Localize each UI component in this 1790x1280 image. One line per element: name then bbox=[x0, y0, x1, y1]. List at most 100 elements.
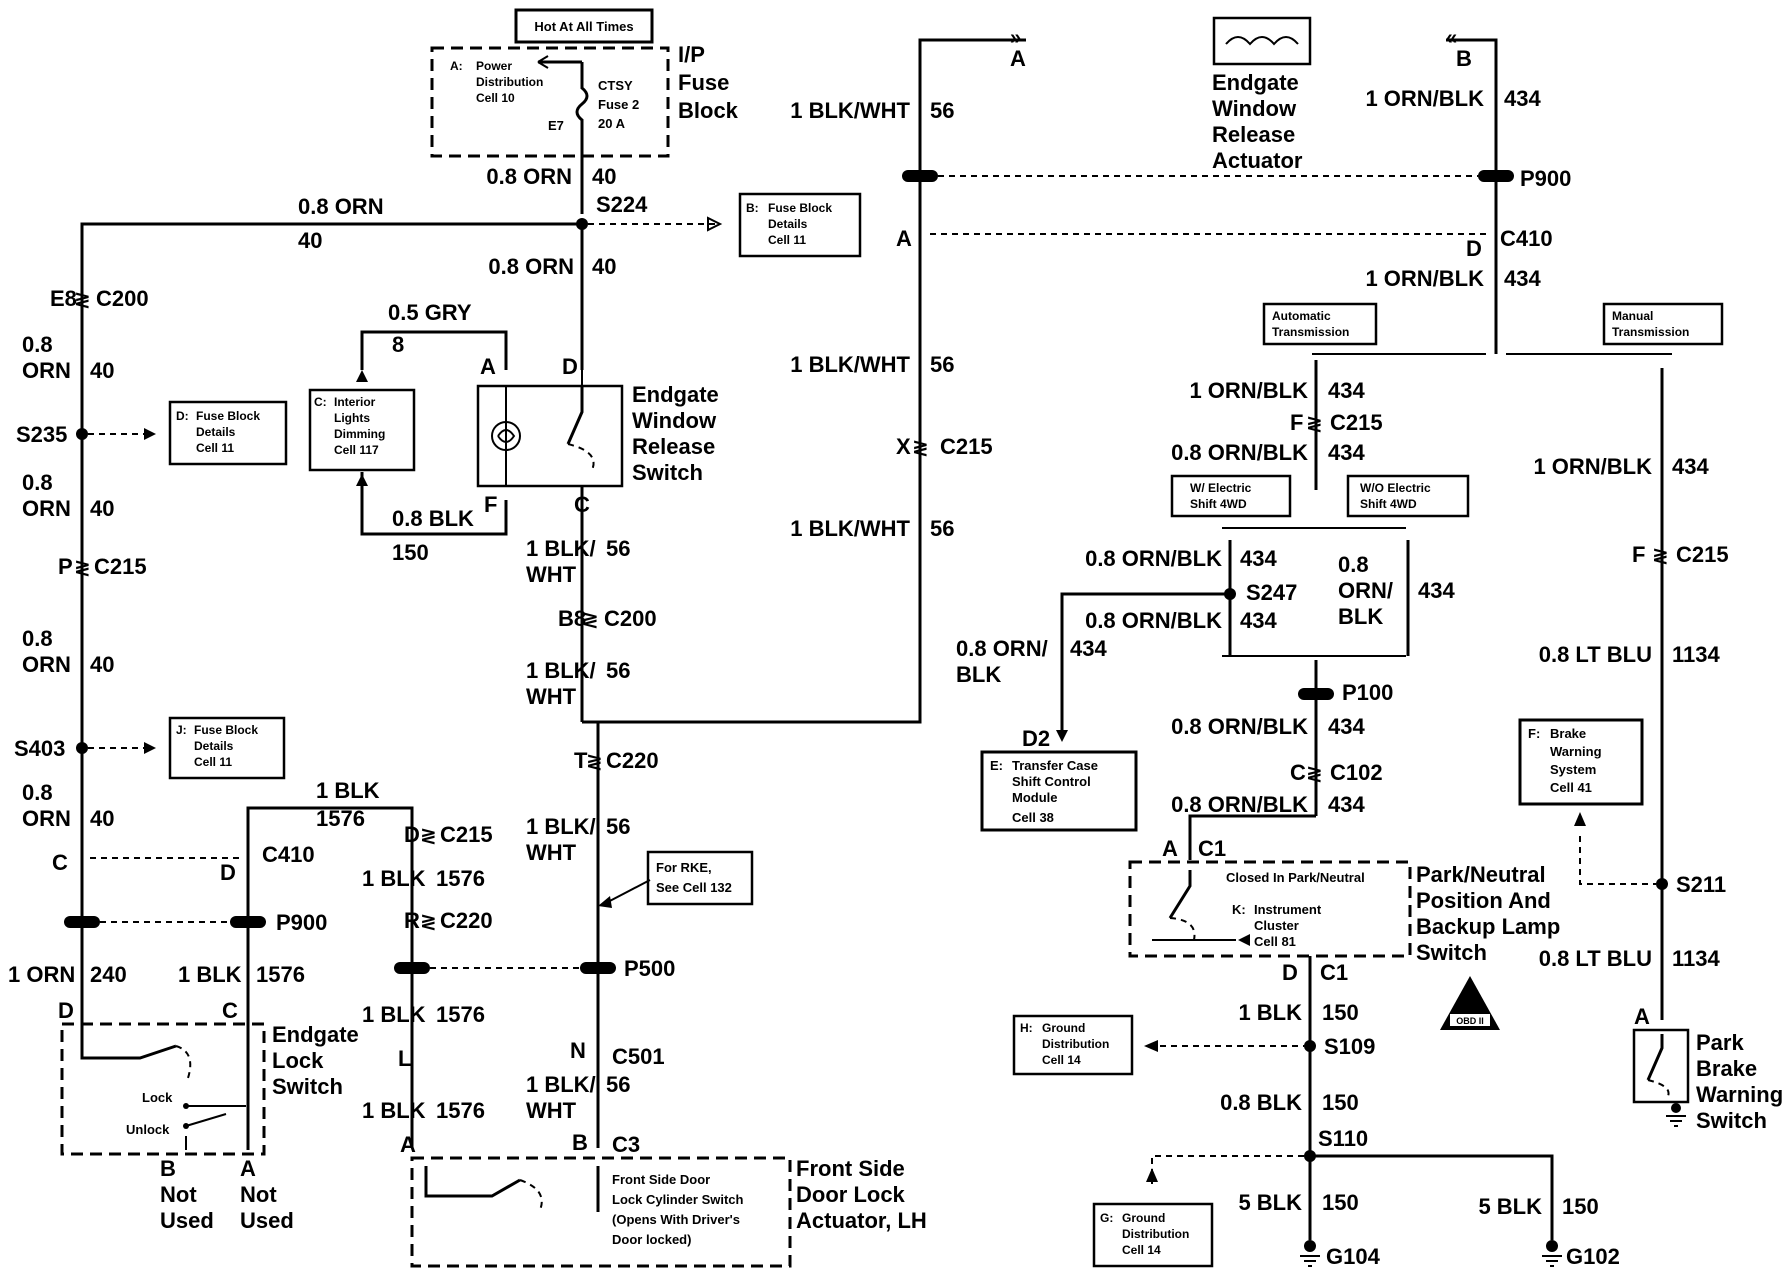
ip-label-3: Block bbox=[678, 98, 739, 123]
blk-150-label: 0.8 BLK bbox=[392, 506, 474, 531]
ref-box-d-letter: D: bbox=[176, 409, 189, 423]
ref-box-g bbox=[1092, 1202, 1214, 1268]
manual-circuit-1: 434 bbox=[1672, 454, 1709, 479]
ref-box-b bbox=[738, 192, 862, 258]
center-wire-1a: 1 BLK/ bbox=[526, 536, 596, 561]
c501-label: C501 bbox=[612, 1044, 665, 1069]
ref-box-f-2: Warning bbox=[1550, 744, 1602, 759]
p900-left-label: P900 bbox=[276, 910, 327, 935]
s211-ref-arrow bbox=[1574, 812, 1586, 826]
p500-connector-a bbox=[394, 962, 430, 974]
c215-auto-pin-f: F bbox=[1290, 410, 1303, 435]
p900-right-label: P900 bbox=[1520, 166, 1571, 191]
blk-1576-bot-circuit: 1576 bbox=[436, 1098, 485, 1123]
p900-right-connector-a bbox=[902, 170, 938, 182]
blk-1576-mid-wire: 1 BLK bbox=[362, 866, 426, 891]
ref-box-j-3: Cell 11 bbox=[194, 755, 232, 769]
tcm-wire-1: 0.8 ORN/ bbox=[956, 636, 1048, 661]
power-dist-3: Cell 10 bbox=[476, 91, 515, 105]
p100-wire-label: 0.8 ORN/BLK bbox=[1171, 714, 1308, 739]
splice-s211-label: S211 bbox=[1676, 872, 1726, 897]
c410-pin-c: C bbox=[52, 850, 68, 875]
center-wire-3b: WHT bbox=[526, 840, 577, 865]
c215-pin-d: D bbox=[404, 822, 420, 847]
blk-1576-wire bbox=[246, 806, 414, 1148]
endgate-lock-title-3: Switch bbox=[272, 1074, 343, 1099]
splice-s109 bbox=[1304, 1040, 1316, 1052]
c410-right-circuit: 434 bbox=[1504, 266, 1541, 291]
c200-center-label: C200 bbox=[604, 606, 657, 631]
switch-pin-a: A bbox=[480, 354, 496, 379]
splice-s109-label: S109 bbox=[1324, 1034, 1375, 1059]
center-wire-4b: WHT bbox=[526, 1098, 577, 1123]
actuator-pin-b-glyph: « bbox=[1446, 27, 1457, 49]
g104-ground-lines bbox=[1300, 1255, 1320, 1267]
e4wd-to-tcm-wire bbox=[1060, 592, 1230, 730]
obd-icon-text: OBD II bbox=[1456, 1016, 1484, 1026]
c410-pin-d: D bbox=[220, 860, 236, 885]
p100-label: P100 bbox=[1342, 680, 1393, 705]
c215-center-label: C215 bbox=[440, 822, 493, 847]
s110-ref-arrow bbox=[1146, 1168, 1158, 1182]
pnp-title-3: Backup Lamp bbox=[1416, 914, 1560, 939]
manual-trans-1: Manual bbox=[1612, 309, 1653, 323]
ref-box-e-1: Transfer Case bbox=[1012, 758, 1098, 773]
s211-ref-dash bbox=[1579, 836, 1656, 885]
ref-box-c-4: Cell 117 bbox=[334, 443, 379, 457]
ref-box-b-3: Cell 11 bbox=[768, 233, 806, 247]
pin-a-label-bottom: A bbox=[240, 1156, 256, 1181]
left-wire-orn-b: ORN bbox=[22, 496, 71, 521]
left-wire-orn-c: ORN bbox=[22, 652, 71, 677]
center-circuit-1: 56 bbox=[606, 536, 630, 561]
ref-box-g-3: Cell 14 bbox=[1122, 1243, 1161, 1257]
fuse-block-outline bbox=[430, 46, 670, 158]
center-circuit-2: 56 bbox=[606, 658, 630, 683]
e4wd-1: W/ Electric bbox=[1190, 481, 1252, 495]
splice-s211 bbox=[1656, 878, 1668, 890]
fuse-name: CTSY bbox=[598, 78, 633, 93]
actuator-a-circuit-2: 56 bbox=[930, 352, 954, 377]
ref-box-h-3: Cell 14 bbox=[1042, 1053, 1081, 1067]
t-connector-glyph: ≷ bbox=[586, 751, 603, 773]
blk-150-arrow bbox=[356, 474, 368, 486]
park-brake-ground-lines bbox=[1666, 1115, 1686, 1127]
endgate-blk-circuit: 1576 bbox=[256, 962, 305, 987]
window-switch-title-2: Window bbox=[632, 408, 717, 433]
p100-circuit: 434 bbox=[1328, 714, 1365, 739]
ref-box-j-2: Details bbox=[194, 739, 234, 753]
g102-ground-icon bbox=[1546, 1240, 1558, 1252]
actuator-pin-a-glyph: » bbox=[1010, 27, 1021, 49]
s110-ref-dash bbox=[1151, 1155, 1304, 1184]
c215-x-glyph: ≷ bbox=[912, 437, 929, 459]
front-door-switch-outline bbox=[410, 1156, 792, 1268]
actuator-pin-a: A bbox=[1010, 46, 1026, 71]
endgate-pin-d: D bbox=[58, 998, 74, 1023]
actuator-b-wire bbox=[1446, 38, 1498, 340]
fuse-out-wire-label: 0.8 ORN bbox=[486, 164, 572, 189]
e4wd-wire-2: 0.8 ORN/BLK bbox=[1085, 608, 1222, 633]
switch-lamp-filament bbox=[497, 429, 516, 443]
pin-a-label: A: bbox=[450, 59, 463, 73]
wo4wd-wire-1: 0.8 bbox=[1338, 552, 1369, 577]
e8-connector-glyph: ≷ bbox=[74, 289, 91, 311]
c102-wire: 0.8 ORN/BLK bbox=[1171, 792, 1308, 817]
rke-ref-2: See Cell 132 bbox=[656, 880, 732, 895]
p900-right-connector-b bbox=[1478, 170, 1514, 182]
actuator-b-wire-label: 1 ORN/BLK bbox=[1365, 86, 1484, 111]
left-wire-orn-a: ORN bbox=[22, 358, 71, 383]
auto-circuit-1: 434 bbox=[1328, 378, 1365, 403]
ref-box-b-letter: B: bbox=[746, 201, 759, 215]
g102-circuit: 150 bbox=[1562, 1194, 1599, 1219]
g104-ground-icon bbox=[1304, 1240, 1316, 1252]
actuator-title-2: Window bbox=[1212, 96, 1297, 121]
endgate-lock-title-2: Lock bbox=[272, 1048, 324, 1073]
ref-box-c-1: Interior bbox=[334, 395, 376, 409]
ref-box-c-3: Dimming bbox=[334, 427, 385, 441]
wo4wd-wire-3: BLK bbox=[1338, 604, 1383, 629]
c220b-label: C220 bbox=[440, 908, 493, 933]
ref-box-f-letter: F: bbox=[1528, 726, 1540, 741]
pnp-title-2: Position And bbox=[1416, 888, 1551, 913]
ref-box-h-letter: H: bbox=[1020, 1021, 1033, 1035]
left-top-circuit: 40 bbox=[298, 228, 322, 253]
center-top-circuit: 40 bbox=[592, 254, 616, 279]
